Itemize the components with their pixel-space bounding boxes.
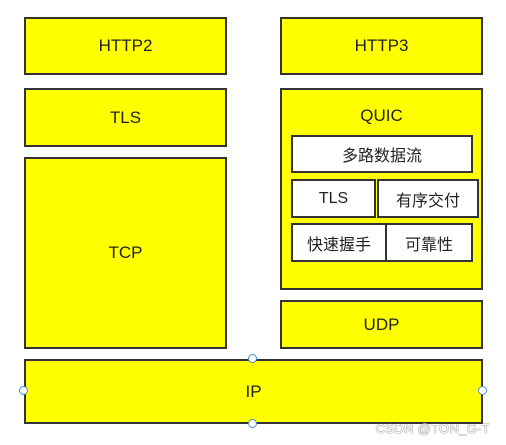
watermark: CSDN @TON_G-T — [375, 421, 490, 436]
ip-label: IP — [245, 381, 262, 401]
http2-box[interactable]: HTTP2 — [24, 17, 227, 75]
resize-handle-left[interactable] — [19, 386, 28, 395]
http3-box[interactable]: HTTP3 — [280, 17, 483, 75]
resize-handle-bottom[interactable] — [248, 419, 257, 428]
tls-left-box[interactable]: TLS — [24, 88, 227, 147]
reliability-box[interactable]: 可靠性 — [385, 223, 473, 262]
ordered-delivery-box[interactable]: 有序交付 — [377, 179, 479, 218]
fast-handshake-label: 快速握手 — [306, 236, 371, 254]
http2-label: HTTP2 — [98, 36, 153, 55]
tls-quic-box[interactable]: TLS — [291, 179, 376, 218]
quic-label: QUIC — [360, 106, 403, 125]
tls-quic-label: TLS — [318, 189, 349, 207]
tcp-label: TCP — [108, 243, 143, 262]
http3-label: HTTP3 — [354, 36, 409, 55]
resize-handle-top[interactable] — [248, 354, 257, 363]
multiplexing-box[interactable]: 多路数据流 — [291, 135, 473, 173]
ip-box[interactable]: IP — [24, 359, 483, 424]
resize-handle-right[interactable] — [478, 386, 487, 395]
quic-box[interactable]: QUIC 多路数据流 TLS 有序交付 快速握手 可靠性 — [280, 88, 483, 290]
tcp-box[interactable]: TCP — [24, 157, 227, 349]
ordered-delivery-label: 有序交付 — [395, 192, 460, 210]
fast-handshake-box[interactable]: 快速握手 — [291, 223, 387, 262]
multiplexing-label: 多路数据流 — [341, 148, 422, 165]
tls-left-label: TLS — [109, 107, 142, 127]
udp-label: UDP — [363, 314, 400, 334]
udp-box[interactable]: UDP — [280, 300, 483, 349]
reliability-label: 可靠性 — [404, 236, 453, 254]
